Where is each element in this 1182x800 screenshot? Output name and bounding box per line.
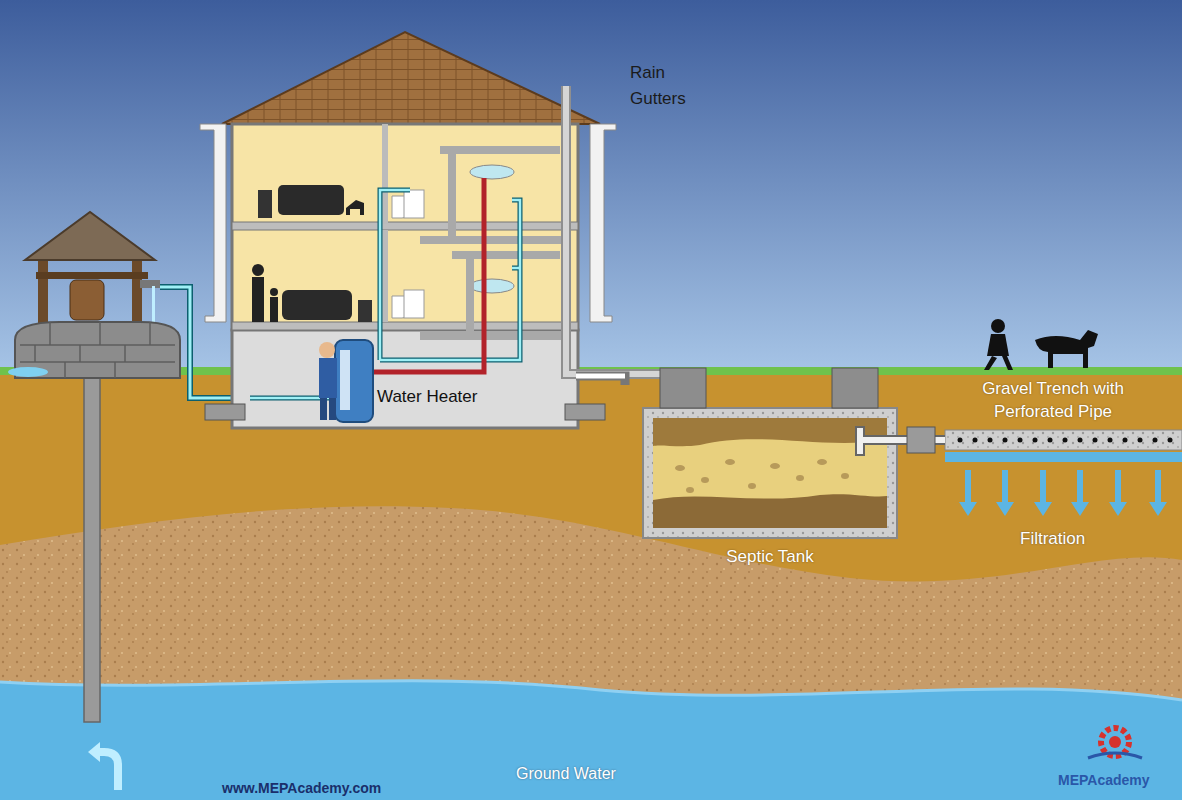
callout-label: Rain Gutters xyxy=(630,60,710,111)
node-label: Gravel Trench with Perforated Pipe xyxy=(958,378,1148,424)
callout-label: Water Heater xyxy=(377,384,517,410)
septic-tank: Septic Tank xyxy=(643,408,897,538)
node-label: Septic Tank xyxy=(670,546,870,569)
callout-label: Filtration xyxy=(1020,526,1120,552)
outlet-pipe xyxy=(897,427,945,453)
gravel-trench: Gravel Trench with Perforated Pipe xyxy=(945,430,1182,450)
watermark: www.MEPAcademy.com xyxy=(222,778,442,799)
logo-text: MEPAcademy xyxy=(1058,770,1176,791)
callout-label: Ground Water xyxy=(516,762,646,786)
